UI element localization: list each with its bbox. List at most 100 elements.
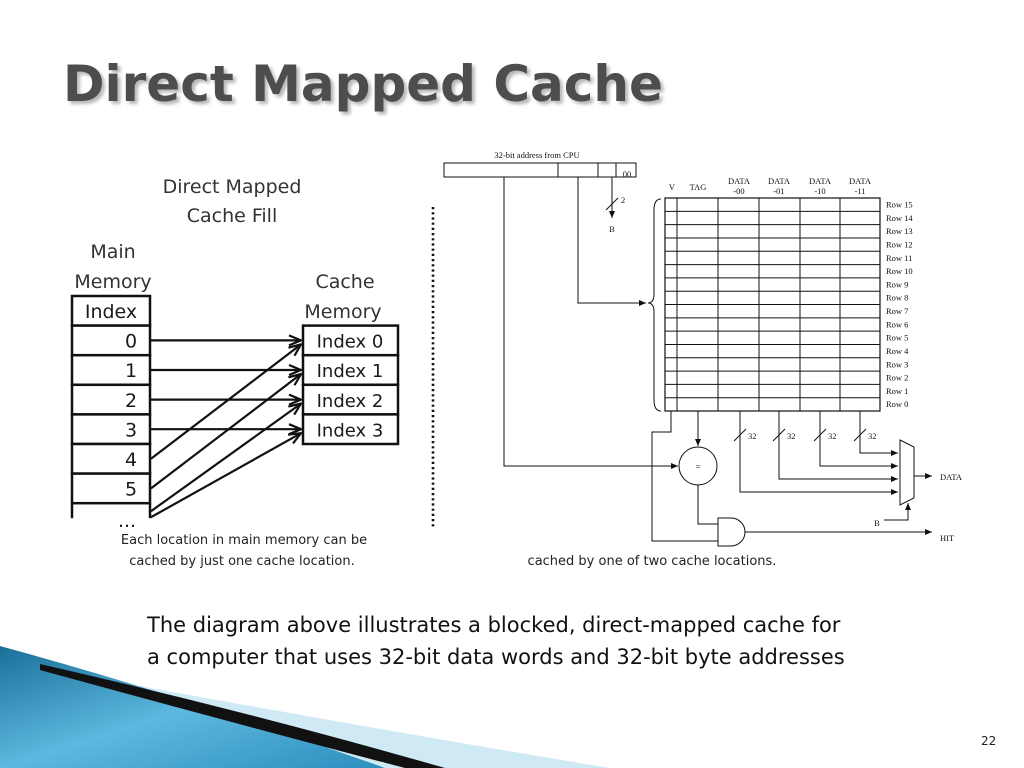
bus-width-label: 32	[828, 431, 837, 441]
cache-row-label: Row 11	[886, 253, 912, 263]
cache-array	[664, 197, 881, 412]
cache-memory-row: Index 2	[301, 383, 400, 416]
main-memory-cell	[70, 472, 152, 505]
fill-diagram-title-line-1: Direct Mapped	[163, 176, 302, 198]
cache-memory-row: Index 3	[301, 413, 400, 446]
offset-bits-label: 00	[623, 169, 632, 179]
main-memory-index: 5	[125, 479, 137, 501]
cache-memory-index: Index 0	[317, 332, 384, 353]
cache-row-label: Row 12	[886, 239, 913, 249]
mapping-arrow	[150, 433, 301, 519]
mux-select-wire	[884, 503, 911, 521]
main-memory-cell	[70, 442, 152, 475]
slide-body-text: The diagram above illustrates a blocked,…	[147, 609, 845, 673]
main-memory-label-line-1: Main	[90, 241, 135, 263]
valid-bit-wire	[651, 411, 718, 542]
data-multiplexer	[899, 439, 915, 506]
mapping-arrow	[150, 404, 301, 513]
mux-select-label: B	[874, 518, 880, 528]
bus-width-label: 32	[868, 431, 877, 441]
mapping-arrow	[150, 344, 301, 460]
cache-memory-cell	[301, 383, 400, 416]
cache-column-header: DATA	[809, 176, 832, 186]
comparator-symbol: =	[695, 462, 700, 472]
cache-row-label: Row 3	[886, 359, 908, 369]
cache-row-label: Row 9	[886, 279, 908, 289]
tag-wire	[503, 177, 678, 469]
data-bus: 32	[853, 411, 898, 456]
cache-row-label: Row 0	[886, 399, 908, 409]
block-select-label: B	[609, 224, 615, 234]
row-select-brace	[647, 198, 662, 412]
fill-diagram-title-line-2: Cache Fill	[187, 205, 278, 227]
cache-row-label: Row 10	[886, 266, 913, 276]
comparator-output-wire	[697, 485, 718, 525]
main-memory-row: 4	[70, 442, 152, 475]
cache-column-header: DATA	[768, 176, 791, 186]
cache-column-header: TAG	[690, 182, 707, 192]
main-memory-cell	[70, 413, 152, 446]
bus-width-slash	[853, 428, 867, 442]
main-memory-index: 1	[125, 360, 137, 382]
hit-and-gate	[717, 517, 746, 547]
cache-row-label: Row 14	[886, 213, 913, 223]
fill-diagram-caption-line-2: cached by just one cache location.	[129, 554, 354, 569]
mapping-arrow	[150, 374, 301, 490]
data-bus-wire	[859, 411, 898, 456]
address-register	[443, 162, 637, 178]
bus-width-slash	[605, 197, 619, 211]
main-memory-cell	[70, 353, 152, 387]
cache-memory-index: Index 2	[317, 391, 384, 412]
cache-memory-cell	[301, 413, 400, 446]
main-memory-cell	[70, 383, 152, 416]
slide-title: Direct Mapped Cache	[63, 55, 663, 113]
index-wire	[577, 177, 646, 306]
main-memory-index: 0	[125, 331, 137, 353]
cache-column-header: DATA	[849, 176, 872, 186]
data-bus-wire	[819, 411, 898, 469]
bus-width-slash	[772, 428, 786, 442]
body-line-1: The diagram above illustrates a blocked,…	[147, 613, 841, 637]
cache-memory-label-line-2: Memory	[304, 301, 381, 323]
cache-memory-cell	[301, 324, 400, 357]
cache-memory-label-line-1: Cache	[315, 271, 374, 293]
data-bus: 32	[813, 411, 898, 469]
data-bus-wire	[739, 411, 898, 495]
page-number: 22	[981, 734, 997, 748]
cache-memory-row: Index 1	[301, 353, 400, 387]
cache-column-header: -10	[814, 186, 825, 196]
main-memory-row: 0	[70, 324, 152, 357]
cache-row-label: Row 15	[886, 200, 913, 210]
bus-width-label: 32	[748, 431, 757, 441]
main-memory-row: 2	[70, 383, 152, 416]
mapping-arrows	[150, 340, 301, 519]
cache-row-label: Row 13	[886, 226, 913, 236]
data-bus: 32	[733, 411, 898, 495]
block-select-width-label: 2	[621, 195, 625, 205]
decorative-swoosh	[0, 646, 610, 768]
direct-mapped-cache-fill-diagram: Direct Mapped Cache Fill Main Memory Cac…	[70, 176, 400, 569]
cache-row-label: Row 8	[886, 293, 908, 303]
cache-row-label: Row 2	[886, 373, 908, 383]
cache-row-label: Row 4	[886, 346, 909, 356]
bus-width-label: 32	[787, 431, 796, 441]
hit-output-label: HIT	[940, 533, 955, 543]
cache-column-header: -01	[773, 186, 784, 196]
main-memory-header-cell	[70, 294, 152, 327]
cache-column-header: -11	[854, 186, 865, 196]
data-bus-wire	[778, 411, 898, 482]
cache-row-label: Row 5	[886, 333, 908, 343]
cache-memory-index: Index 1	[317, 361, 384, 382]
main-memory-header: Index	[85, 301, 137, 323]
bus-width-slash	[733, 428, 747, 442]
data-bus: 32	[772, 411, 898, 482]
cache-column-header: DATA	[728, 176, 751, 186]
main-memory-index: 2	[125, 390, 137, 412]
fill-diagram-caption-line-1: Each location in main memory can be	[121, 533, 367, 548]
cache-row-label: Row 7	[886, 306, 908, 316]
body-line-2: a computer that uses 32-bit data words a…	[147, 645, 845, 669]
main-memory-row: 1	[70, 353, 152, 387]
